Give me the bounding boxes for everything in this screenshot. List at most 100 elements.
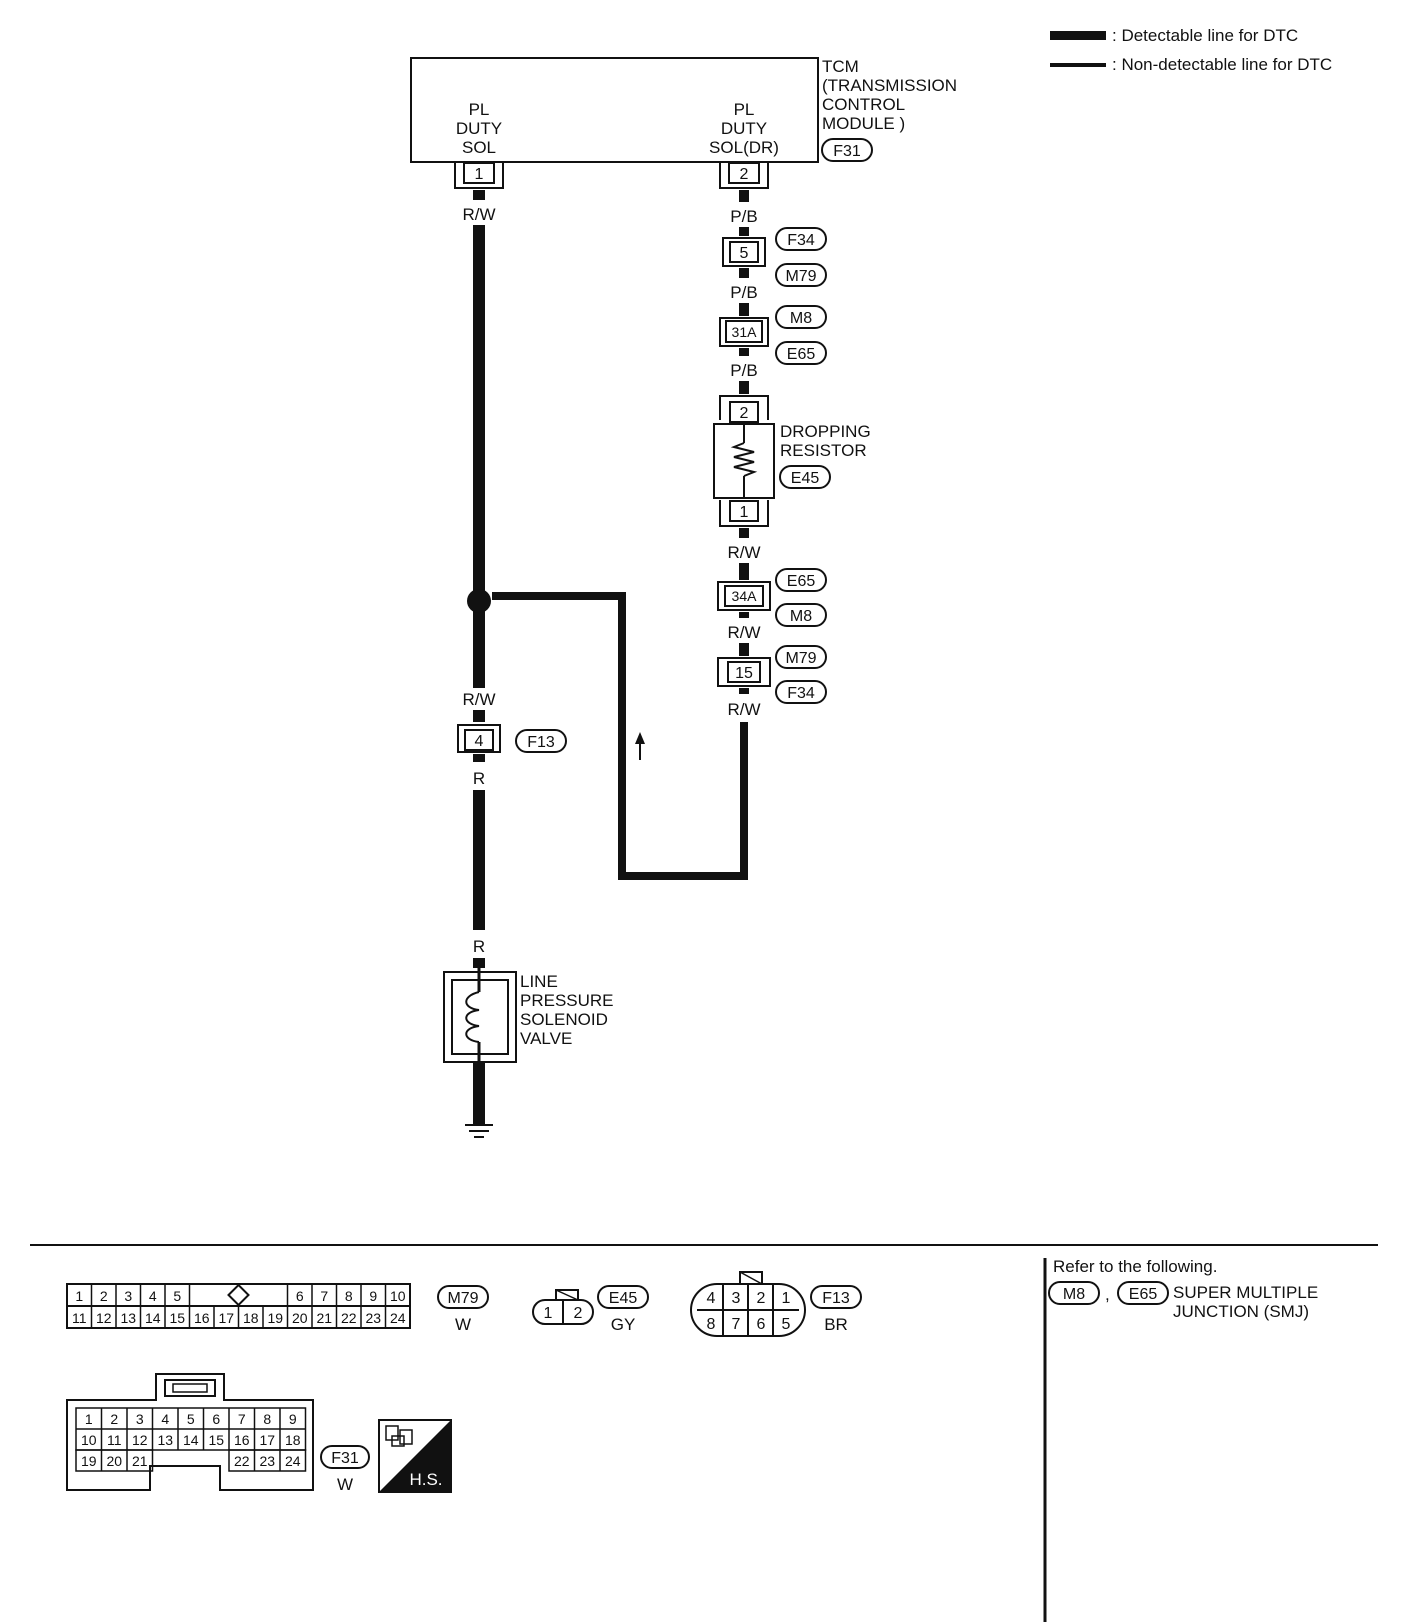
resistor-pin-bottom-box xyxy=(729,500,759,522)
m79-pin: 6 xyxy=(296,1288,304,1304)
left-wire-label-rw-top: R/W xyxy=(462,205,495,224)
tcm-pin-1: 1 xyxy=(475,166,484,183)
f13-pin-r1-1: 3 xyxy=(732,1290,741,1307)
m79-pin: 13 xyxy=(120,1310,136,1326)
f31-pin: 20 xyxy=(106,1453,122,1469)
m79-pin: 14 xyxy=(145,1310,161,1326)
conn1-pin: 5 xyxy=(740,245,749,262)
tcm-box xyxy=(410,57,819,163)
right-wire-label-pb-1: P/B xyxy=(730,207,757,226)
f31-pin: 14 xyxy=(183,1432,199,1448)
conn1-top-badge xyxy=(775,227,827,251)
f13-pin-box xyxy=(464,729,494,751)
m79-badge xyxy=(437,1285,489,1309)
resistor-label-line2: RESISTOR xyxy=(780,441,867,460)
conn1-bottom-id: M79 xyxy=(785,268,816,285)
f13-pin-r1-3: 1 xyxy=(782,1290,791,1307)
m79-pin: 3 xyxy=(124,1288,132,1304)
pl-duty-sol-dr-line1: PL xyxy=(734,100,755,119)
f31-pin: 17 xyxy=(259,1432,275,1448)
f13-pin-r2-3: 5 xyxy=(782,1316,791,1333)
refer-desc-1: SUPER MULTIPLE xyxy=(1173,1283,1318,1302)
return-wire xyxy=(492,592,748,880)
connector-f13: 4 3 2 1 8 7 6 5 F13 BR xyxy=(690,1271,862,1337)
conn2-top-id: M8 xyxy=(790,310,812,327)
f31-pin: 15 xyxy=(208,1432,224,1448)
hs-label: H.S. xyxy=(409,1470,442,1489)
conn4-bottom-badge xyxy=(775,680,827,704)
m79-color: W xyxy=(455,1315,471,1334)
m79-pin: 1 xyxy=(75,1288,83,1304)
f31-pin: 16 xyxy=(234,1432,250,1448)
pl-duty-sol-line2: DUTY xyxy=(456,119,502,138)
legend: : Detectable line for DTC : Non-detectab… xyxy=(1050,26,1332,74)
m79-pin: 17 xyxy=(218,1310,234,1326)
solenoid-label-line2: PRESSURE xyxy=(520,991,614,1010)
refer-conn-a-badge xyxy=(1048,1281,1100,1305)
m79-pin: 21 xyxy=(316,1310,332,1326)
f13-pin-r1-0: 4 xyxy=(707,1290,716,1307)
m79-id: M79 xyxy=(447,1290,478,1307)
f31-pin: 4 xyxy=(161,1411,169,1427)
legend-non-detectable-text: : Non-detectable line for DTC xyxy=(1112,55,1332,74)
tcm-title-line4: MODULE ) xyxy=(822,114,905,133)
f31-pin: 24 xyxy=(285,1453,301,1469)
key-diamond-icon xyxy=(227,1283,250,1307)
conn2-pin: 31A xyxy=(732,324,758,340)
conn1-pin-box xyxy=(729,241,759,263)
f31-id: F31 xyxy=(331,1450,359,1467)
refer-desc-2: JUNCTION (SMJ) xyxy=(1173,1302,1309,1321)
m79-pin: 20 xyxy=(292,1310,308,1326)
m79-pin: 22 xyxy=(341,1310,357,1326)
arrow-up-icon xyxy=(635,732,645,760)
refer-section: Refer to the following. M8 , E65 SUPER M… xyxy=(1048,1257,1318,1321)
f13-pin-r2-1: 7 xyxy=(732,1316,741,1333)
f13-panel-id: F13 xyxy=(822,1290,850,1307)
splice-point xyxy=(467,589,491,613)
pl-duty-sol-dr-line3: SOL(DR) xyxy=(709,138,779,157)
f31-pin: 11 xyxy=(107,1432,122,1448)
tcm-pin-2: 2 xyxy=(740,166,749,183)
f13-badge xyxy=(515,729,567,753)
conn4-bottom-id: F34 xyxy=(787,685,815,702)
conn3-top-badge xyxy=(775,568,827,592)
pl-duty-sol-line3: SOL xyxy=(462,138,496,157)
solenoid-label-line4: VALVE xyxy=(520,1029,572,1048)
left-wire-label-r-1: R xyxy=(473,769,485,788)
f31-badge xyxy=(320,1445,370,1469)
harness-side-icon: H.S. xyxy=(378,1419,452,1493)
f31-color: W xyxy=(337,1475,353,1494)
resistor-pin-top: 2 xyxy=(740,405,749,422)
conn3-bottom-id: M8 xyxy=(790,608,812,625)
conn3-top-id: E65 xyxy=(787,573,816,590)
connector-m79-labels: M79 W xyxy=(437,1285,489,1334)
m79-pin: 23 xyxy=(365,1310,381,1326)
resistor-conn-badge xyxy=(779,465,831,489)
m79-pin: 24 xyxy=(390,1310,406,1326)
connector-f31-labels: F31 W xyxy=(320,1445,370,1494)
refer-conn-b: E65 xyxy=(1129,1286,1158,1303)
pl-duty-sol-dr-line2: DUTY xyxy=(721,119,767,138)
f13-pin-r2-0: 8 xyxy=(707,1316,716,1333)
dropping-resistor: 2 1 DROPPING RESISTOR E45 xyxy=(713,395,871,527)
m79-pin: 19 xyxy=(267,1310,283,1326)
right-wire-label-pb-2: P/B xyxy=(730,283,757,302)
left-wire-label-r-2: R xyxy=(473,937,485,956)
resistor-conn-id: E45 xyxy=(791,470,820,487)
m79-pin: 18 xyxy=(243,1310,259,1326)
f31-pin: 7 xyxy=(238,1411,246,1427)
f31-pin: 2 xyxy=(110,1411,118,1427)
f13-id: F13 xyxy=(527,734,555,751)
f31-pin: 10 xyxy=(81,1432,97,1448)
refer-conn-b-badge xyxy=(1117,1281,1169,1305)
f13-panel-badge xyxy=(810,1285,862,1309)
solenoid-label-line1: LINE xyxy=(520,972,558,991)
conn2-top-badge xyxy=(775,305,827,329)
left-wire: R/W R/W 4 F13 R R xyxy=(457,190,567,968)
tcm-connector-id: F31 xyxy=(833,143,861,160)
m79-pin: 8 xyxy=(345,1288,353,1304)
m79-pin: 2 xyxy=(100,1288,108,1304)
conn3-pin-box xyxy=(724,585,764,607)
f13-pin: 4 xyxy=(475,733,484,750)
